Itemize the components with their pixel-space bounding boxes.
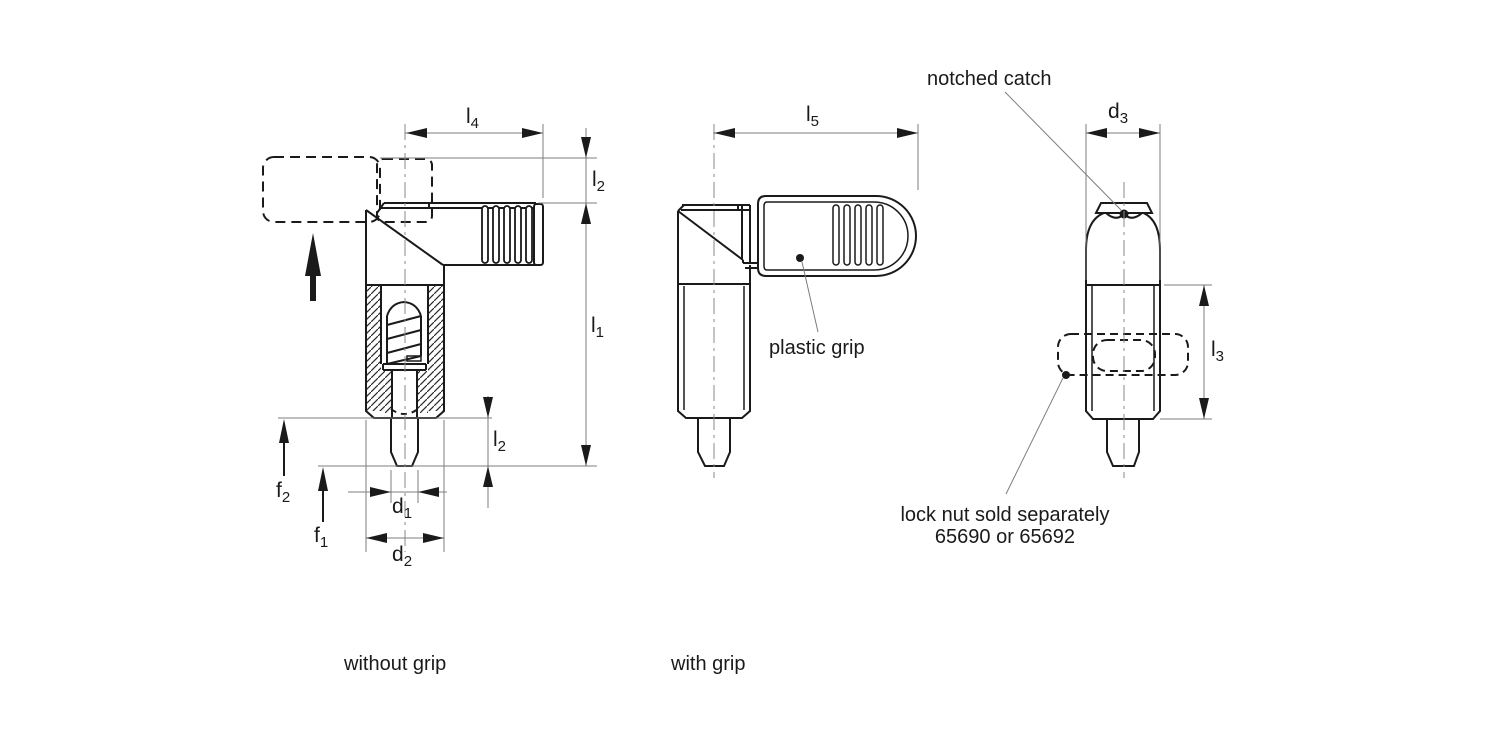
lock-nut-line1: lock nut sold separately [900,504,1110,526]
caption-without-grip: without grip [344,653,447,675]
leader-plastic-grip [801,261,819,333]
reference-lines [278,417,597,467]
dim-d3 [1085,124,1161,280]
dim-l4 [405,124,544,198]
cam-lever-arm [376,202,544,266]
lift-arrow [305,233,321,301]
label-f2: f2 [276,479,291,506]
label-l3: l3 [1211,338,1225,365]
dim-l2-lower [483,396,493,508]
retracted-lever-dashed [262,156,433,223]
label-l5: l5 [806,103,820,130]
label-d1: d1 [392,495,413,522]
view-end [1004,91,1212,495]
dim-d1 [348,470,447,503]
lock-nut-dashed [1057,333,1189,376]
threaded-body-end [1085,285,1161,420]
caption-with-grip: with grip [671,653,746,675]
dim-d2 [365,420,445,552]
label-f1: f1 [314,524,329,551]
dim-f2 [279,419,289,476]
label-l4: l4 [466,105,480,132]
thread-ridges [481,205,533,264]
grip-leader-dot [796,254,804,262]
nut-leader-dot [1062,371,1070,379]
annotation-plastic-grip: plastic grip [769,337,865,359]
grip-ribs [832,204,884,266]
label-l2-lower: l2 [493,428,507,455]
label-d2: d2 [392,543,413,570]
leader-notched-catch [1004,91,1122,211]
label-l2-upper: l2 [592,168,606,195]
view-without-grip [262,124,597,552]
leader-lock-nut [1005,377,1064,495]
spring [386,300,422,365]
plastic-grip [757,195,917,277]
dim-f1 [318,467,328,522]
plunger-body [677,204,758,419]
dim-l3 [1160,284,1212,420]
lock-nut-line2: 65690 or 65692 [934,526,1076,548]
dim-l2-upper-and-l1 [380,128,597,466]
grip-end-dome [1085,210,1161,286]
label-l1: l1 [591,314,605,341]
plunger-pin [1106,419,1140,467]
dim-l5 [713,124,919,190]
view-with-grip [677,124,919,478]
label-d3: d3 [1108,100,1129,127]
annotation-lock-nut: lock nut sold separately 65690 or 65692 [880,504,1130,548]
annotation-notched-catch: notched catch [927,68,1052,90]
section-hatching [366,286,444,413]
